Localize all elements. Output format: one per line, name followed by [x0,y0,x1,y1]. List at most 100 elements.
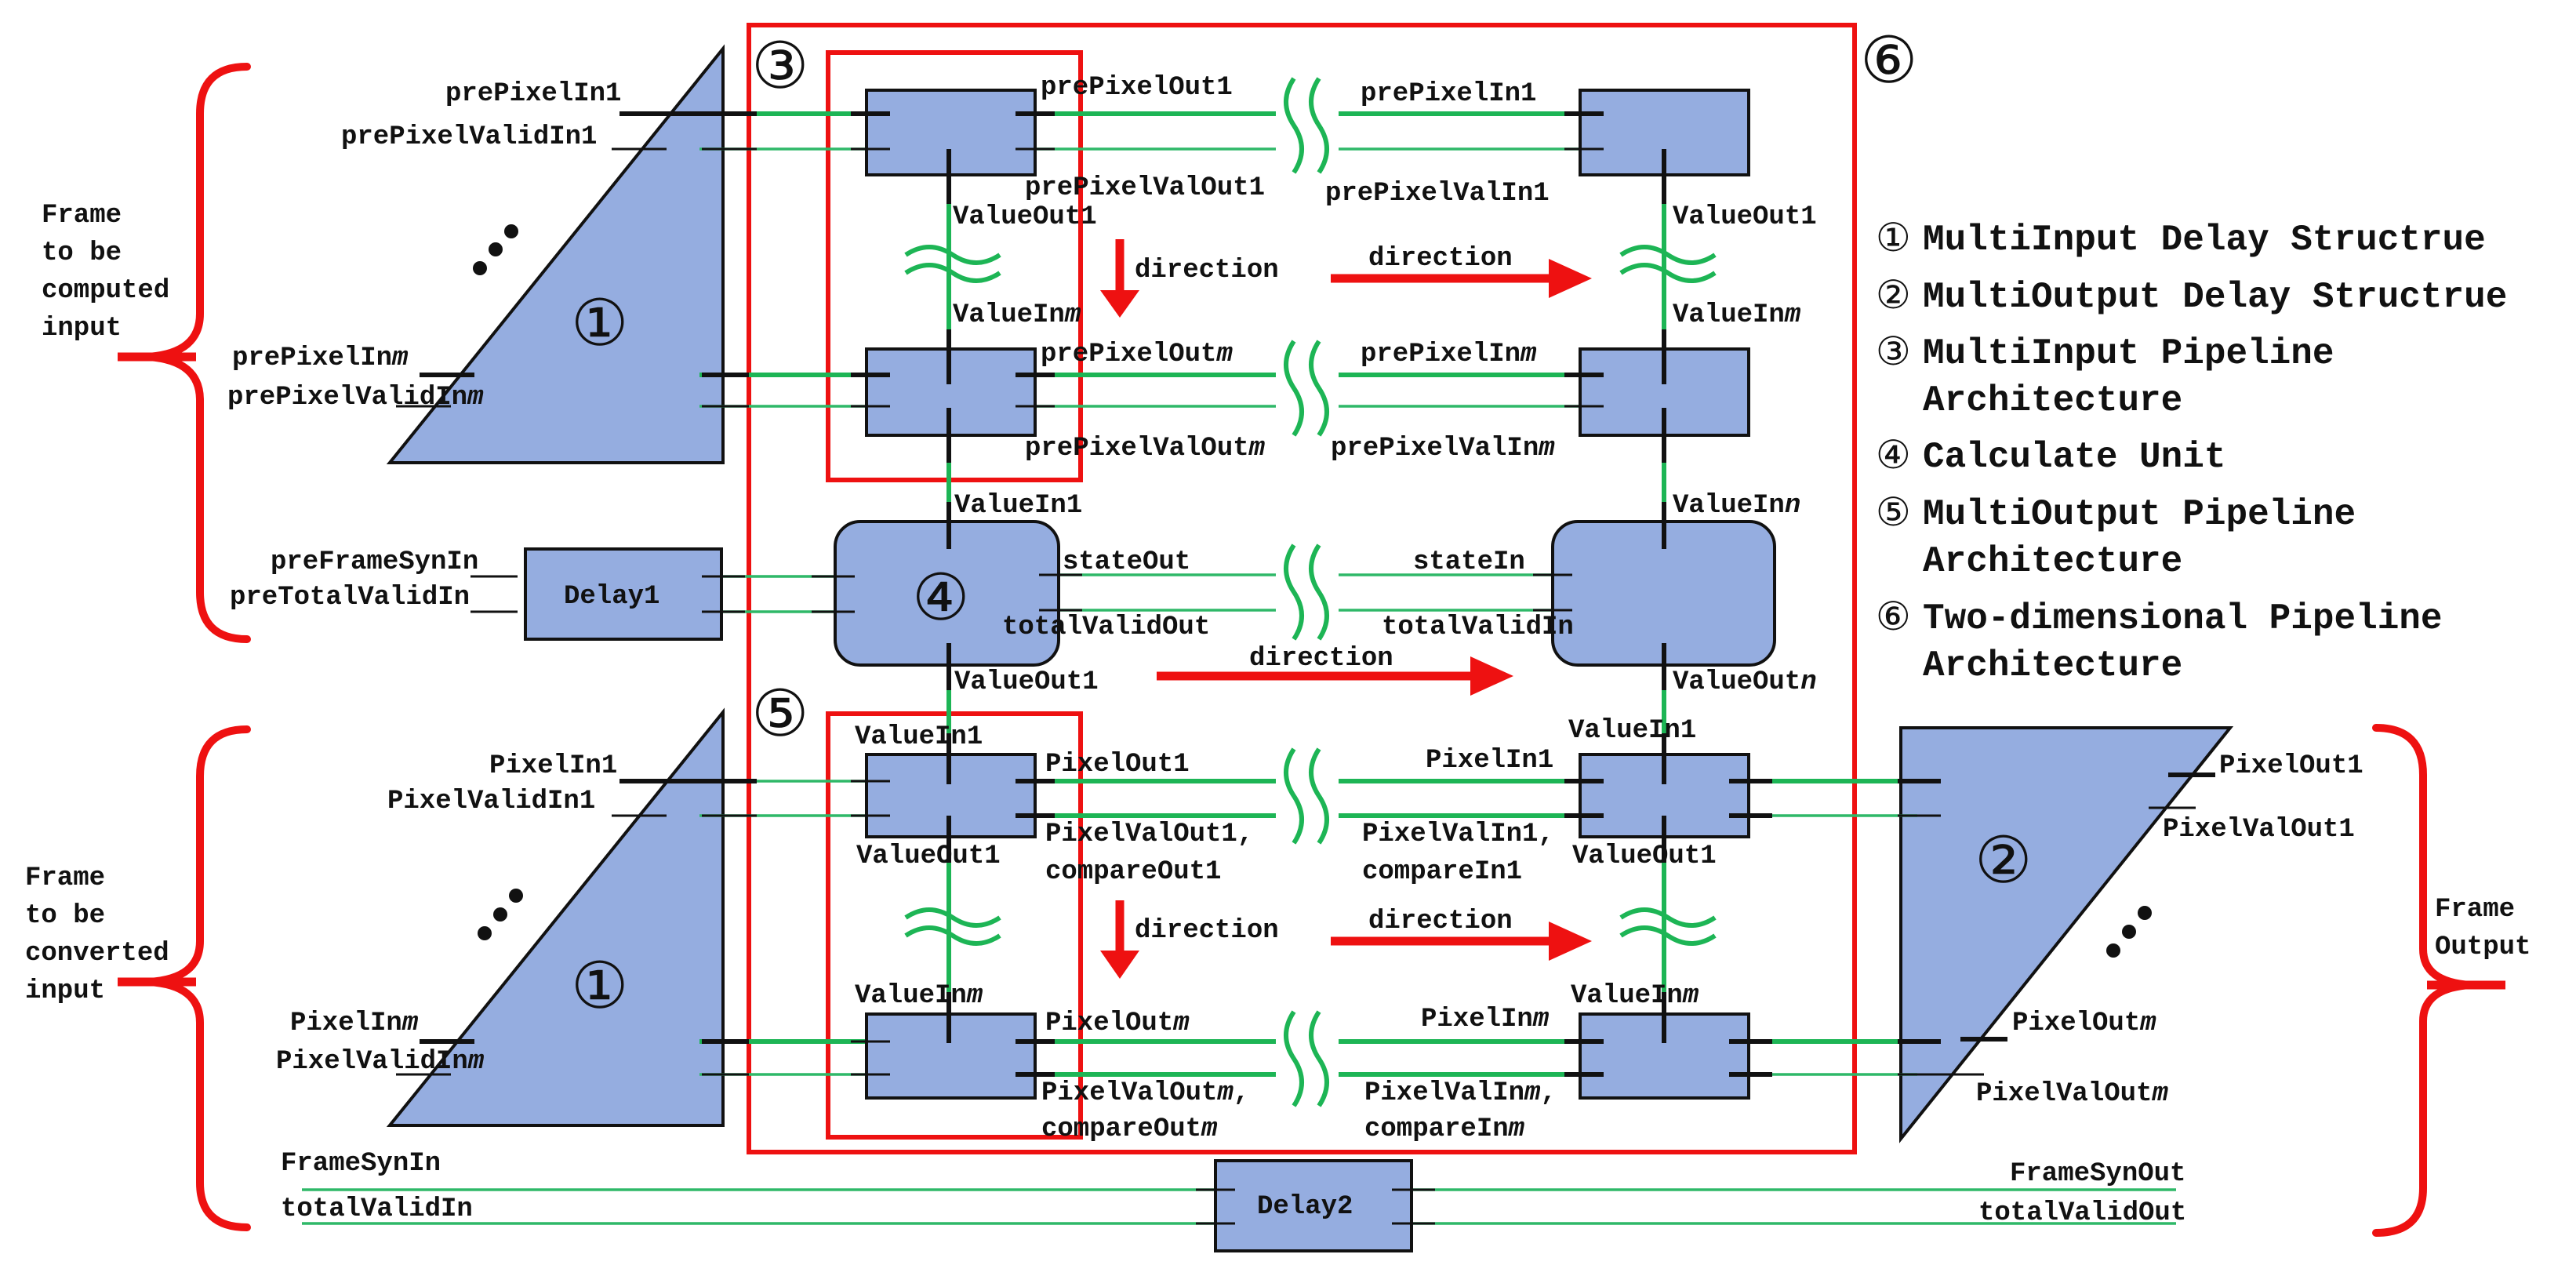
svg-text:PixelIn1: PixelIn1 [489,751,617,781]
svg-text:compareOut1: compareOut1 [1045,857,1221,887]
svg-text:Frame: Frame [25,863,105,893]
svg-text:ValueInm: ValueInm [1571,981,1699,1011]
svg-text:PixelValOutm: PixelValOutm [1976,1079,2168,1109]
svg-text:prePixelInm: prePixelInm [1361,340,1537,369]
svg-text:prePixelValIn1: prePixelValIn1 [1325,179,1550,209]
svg-text:PixelOutm: PixelOutm [1045,1009,1190,1038]
svg-text:ValueInn: ValueInn [1673,491,1800,521]
signal-labels: prePixelIn1 prePixelValidIn1 prePixelInm… [227,73,2363,1228]
legend-item-5: ⑤ MultiOutput Pipeline Architecture [1876,489,2356,582]
svg-text:direction: direction [1135,256,1279,285]
svg-text:prePixelOutm: prePixelOutm [1041,340,1233,369]
legend-item-4: ④ Calculate Unit [1876,432,2225,478]
port-ticks [396,111,2215,1225]
svg-text:totalValidOut: totalValidOut [1978,1198,2186,1228]
num-4: ④ [912,561,970,635]
svg-text:compareInm: compareInm [1364,1114,1525,1144]
svg-text:ValueOut1: ValueOut1 [1673,202,1817,232]
svg-text:Two-dimensional Pipeline: Two-dimensional Pipeline [1923,598,2443,639]
svg-text:ValueInm: ValueInm [953,300,1081,330]
svg-text:PixelValInm,: PixelValInm, [1364,1078,1557,1108]
svg-text:direction: direction [1249,644,1393,674]
svg-text:prePixelValInm: prePixelValInm [1331,434,1555,464]
svg-text:PixelValidIn1: PixelValidIn1 [387,787,595,816]
svg-text:PixelValOutm,: PixelValOutm, [1041,1078,1249,1108]
triangle-1-top [386,44,725,464]
svg-text:prePixelValOutm: prePixelValOutm [1025,434,1266,464]
svg-text:prePixelValidInm: prePixelValidInm [227,383,484,413]
svg-text:stateIn: stateIn [1413,547,1525,577]
svg-text:FrameSynOut: FrameSynOut [2010,1159,2185,1189]
svg-text:ValueInm: ValueInm [1673,300,1801,330]
svg-text:prePixelIn1: prePixelIn1 [445,79,621,109]
svg-text:to be: to be [42,238,122,268]
svg-text:PixelValidInm: PixelValidInm [276,1047,485,1077]
num-5: ⑤ [751,677,809,751]
svg-text:prePixelInm: prePixelInm [232,344,409,373]
svg-text:MultiOutput Delay Structrue: MultiOutput Delay Structrue [1923,277,2507,318]
svg-text:MultiOutput Pipeline: MultiOutput Pipeline [1923,494,2356,535]
svg-text:Architecture: Architecture [1923,380,2182,421]
svg-text:③: ③ [1876,329,1911,374]
svg-text:FrameSynIn: FrameSynIn [281,1149,441,1179]
svg-text:①: ① [1876,215,1911,260]
delay1-block [524,547,723,641]
svg-text:preTotalValidIn: preTotalValidIn [230,583,470,613]
svg-text:totalValidOut: totalValidOut [1002,613,1210,642]
svg-text:Frame: Frame [42,201,122,231]
delay1-label: Delay1 [564,582,659,612]
svg-text:prePixelIn1: prePixelIn1 [1361,79,1536,109]
svg-text:④: ④ [1876,432,1911,478]
svg-text:input: input [25,976,105,1006]
svg-text:MultiInput Pipeline: MultiInput Pipeline [1923,333,2334,374]
svg-text:ValueOut1: ValueOut1 [953,202,1097,232]
direction-arrows [1100,239,1592,979]
svg-text:computed: computed [42,276,169,306]
outer-frame-6 [747,23,1857,1154]
frame-converted-text: Frame to be converted input [25,863,169,1006]
svg-text:direction: direction [1368,244,1513,274]
svg-text:Frame: Frame [2435,895,2515,925]
svg-text:MultiInput Delay Structrue: MultiInput Delay Structrue [1923,220,2486,260]
num-1-top: ① [571,286,629,361]
delay2-block [1214,1159,1413,1252]
svg-text:Output: Output [2435,932,2531,962]
svg-text:PixelOutm: PixelOutm [2012,1009,2156,1038]
frame-3 [826,50,1083,482]
svg-text:②: ② [1876,272,1911,318]
svg-text:compareOutm: compareOutm [1041,1114,1218,1144]
frame-output-text: Frame Output [2435,895,2531,962]
ellipsis-dots [473,224,2152,958]
svg-text:Architecture: Architecture [1923,541,2182,582]
frame-5 [826,711,1083,1140]
svg-text:stateOut: stateOut [1063,547,1190,577]
legend-item-2: ② MultiOutput Delay Structrue [1876,272,2507,318]
svg-text:ValueInm: ValueInm [855,981,983,1011]
svg-text:totalValidIn: totalValidIn [1382,613,1574,642]
break-squiggles [904,77,1717,1107]
triangle-2 [1899,726,2234,1143]
svg-text:ValueOutn: ValueOutn [1673,667,1817,697]
brace-output [2372,724,2471,1237]
delay2-label: Delay2 [1257,1192,1353,1222]
svg-text:Calculate Unit: Calculate Unit [1923,437,2225,478]
svg-text:ValueOut1: ValueOut1 [856,842,1001,871]
svg-text:ValueOut1: ValueOut1 [954,667,1099,697]
legend-item-3: ③ MultiInput Pipeline Architecture [1876,329,2334,421]
svg-text:PixelValOut1: PixelValOut1 [2163,815,2355,845]
svg-text:ValueIn1: ValueIn1 [855,722,983,752]
legend-item-1: ① MultiInput Delay Structrue [1876,215,2486,260]
svg-text:preFrameSynIn: preFrameSynIn [271,547,478,577]
svg-text:direction: direction [1368,907,1513,936]
num-1-bottom: ① [571,949,629,1023]
svg-text:ValueIn1: ValueIn1 [1568,716,1696,746]
svg-text:compareIn1: compareIn1 [1362,857,1522,887]
num-6: ⑥ [1860,24,1918,98]
svg-text:input: input [42,314,122,344]
svg-text:PixelValIn1,: PixelValIn1, [1362,820,1554,849]
num-3: ③ [751,29,809,104]
svg-text:ValueIn1: ValueIn1 [954,491,1082,521]
legend-item-6: ⑥ Two-dimensional Pipeline Architecture [1876,594,2443,686]
svg-text:PixelOut1: PixelOut1 [2219,751,2363,781]
svg-text:PixelValOut1,: PixelValOut1, [1045,820,1253,849]
